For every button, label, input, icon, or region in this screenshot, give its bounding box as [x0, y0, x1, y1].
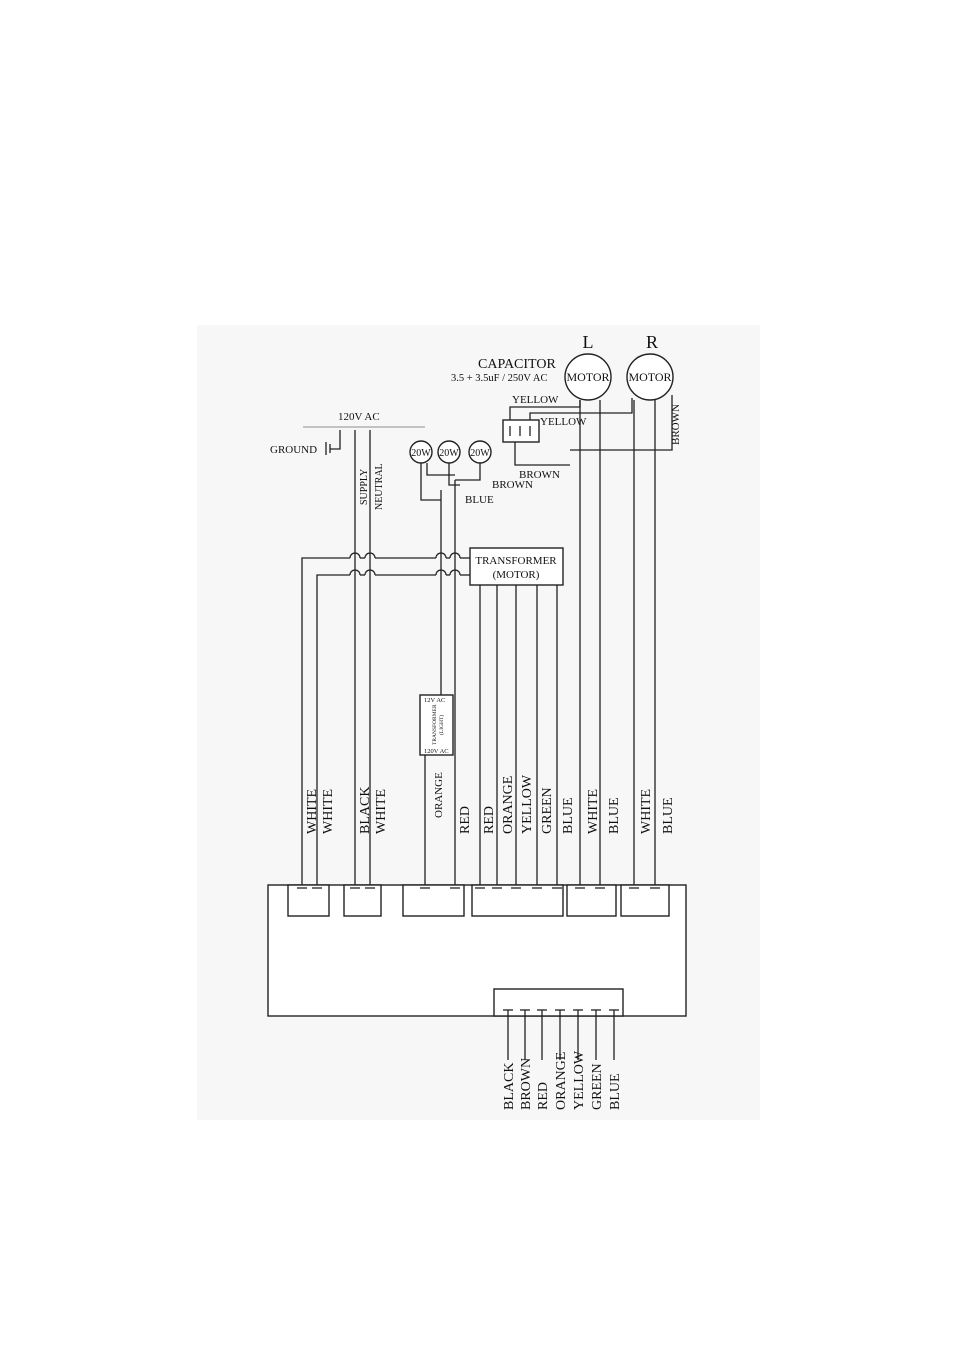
left-motor-text: MOTOR [566, 370, 609, 384]
transformer-motor-line1: TRANSFORMER [475, 555, 557, 567]
supply-label: SUPPLY [359, 469, 370, 505]
connector-3 [402, 884, 465, 917]
neutral-label: NEUTRAL [374, 463, 385, 510]
connector-1 [287, 884, 330, 917]
wire-label-9: YELLOW [520, 774, 535, 834]
lamp-1: 20W [409, 440, 433, 464]
motor-wire-brown-3: BROWN [670, 404, 682, 445]
transformer-output-wires [479, 585, 558, 885]
left-motor: MOTOR L [564, 332, 612, 401]
wire-label-13: BLUE [607, 797, 622, 834]
bottom-label-7: BLUE [608, 1073, 623, 1110]
wire-label-5: ORANGE [433, 772, 445, 818]
right-motor-label: R [646, 332, 658, 352]
right-motor: MOTOR R [626, 332, 674, 401]
bottom-label-1: BLACK [502, 1063, 517, 1110]
bottom-label-4: ORANGE [554, 1052, 569, 1110]
supply-voltage: 120V AC [338, 411, 380, 423]
connector-4 [471, 884, 564, 917]
keypad-wires [503, 1009, 619, 1060]
transformer-feed-wires [301, 552, 470, 885]
wire-label-4: WHITE [374, 789, 389, 834]
lamp-2: 20W [437, 440, 461, 464]
lamp-blue-wire: BLUE [465, 494, 494, 506]
transformer-light [419, 694, 454, 756]
bottom-labels: BLACK BROWN RED ORANGE YELLOW GREEN BLUE [502, 1050, 623, 1110]
wire-label-14: WHITE [639, 789, 654, 834]
connector-6 [620, 884, 670, 917]
capacitor-rating: 3.5 + 3.5uF / 250V AC [451, 373, 547, 384]
keypad-connector [493, 988, 624, 1017]
transformer-motor [469, 547, 564, 586]
wire-label-15: BLUE [661, 797, 676, 834]
motor-wiring [509, 395, 673, 885]
wire-label-8: ORANGE [501, 776, 516, 834]
lamp-3-text: 20W [470, 448, 490, 459]
bottom-label-6: GREEN [590, 1063, 605, 1110]
ground-label: GROUND [270, 444, 317, 456]
ground-symbol [325, 430, 341, 455]
motor-wire-brown-1: BROWN [519, 469, 560, 481]
wire-label-6: RED [458, 806, 473, 834]
transformer-light-name1: TRANSFORMER [432, 704, 438, 745]
left-motor-label: L [583, 332, 594, 352]
lamp-2-text: 20W [439, 448, 459, 459]
transformer-light-bottom: 120V AC [424, 748, 449, 755]
bottom-label-5: YELLOW [572, 1050, 587, 1110]
bottom-label-3: RED [536, 1082, 551, 1110]
motor-wire-brown-2: BROWN [492, 479, 533, 491]
connector-2 [343, 884, 382, 917]
lamp-wiring [420, 463, 481, 885]
wire-label-11: BLUE [561, 797, 576, 834]
capacitor-block [502, 419, 540, 443]
capacitor-title: CAPACITOR [478, 357, 556, 372]
capacitor-terminals [509, 426, 531, 436]
wire-label-7: RED [482, 806, 497, 834]
board-connectors [287, 884, 670, 917]
lamp-1-text: 20W [411, 448, 431, 459]
wire-label-10: GREEN [540, 787, 555, 834]
transformer-motor-line2: (MOTOR) [493, 569, 540, 581]
wire-label-2: WHITE [321, 789, 336, 834]
bottom-label-2: BROWN [519, 1058, 534, 1110]
transformer-light-name2: (LIGHT) [438, 715, 445, 735]
wire-label-1: WHITE [305, 789, 320, 834]
wire-label-12: WHITE [586, 789, 601, 834]
connector-5 [566, 884, 617, 917]
motor-wire-yellow-1: YELLOW [512, 394, 559, 406]
lamp-3: 20W [468, 440, 492, 464]
wire-labels: WHITE WHITE BLACK WHITE ORANGE RED RED O… [305, 772, 676, 834]
right-motor-text: MOTOR [628, 370, 671, 384]
wire-label-3: BLACK [358, 787, 373, 834]
transformer-light-top: 12V AC [424, 697, 445, 704]
motor-wire-yellow-2: YELLOW [540, 416, 587, 428]
